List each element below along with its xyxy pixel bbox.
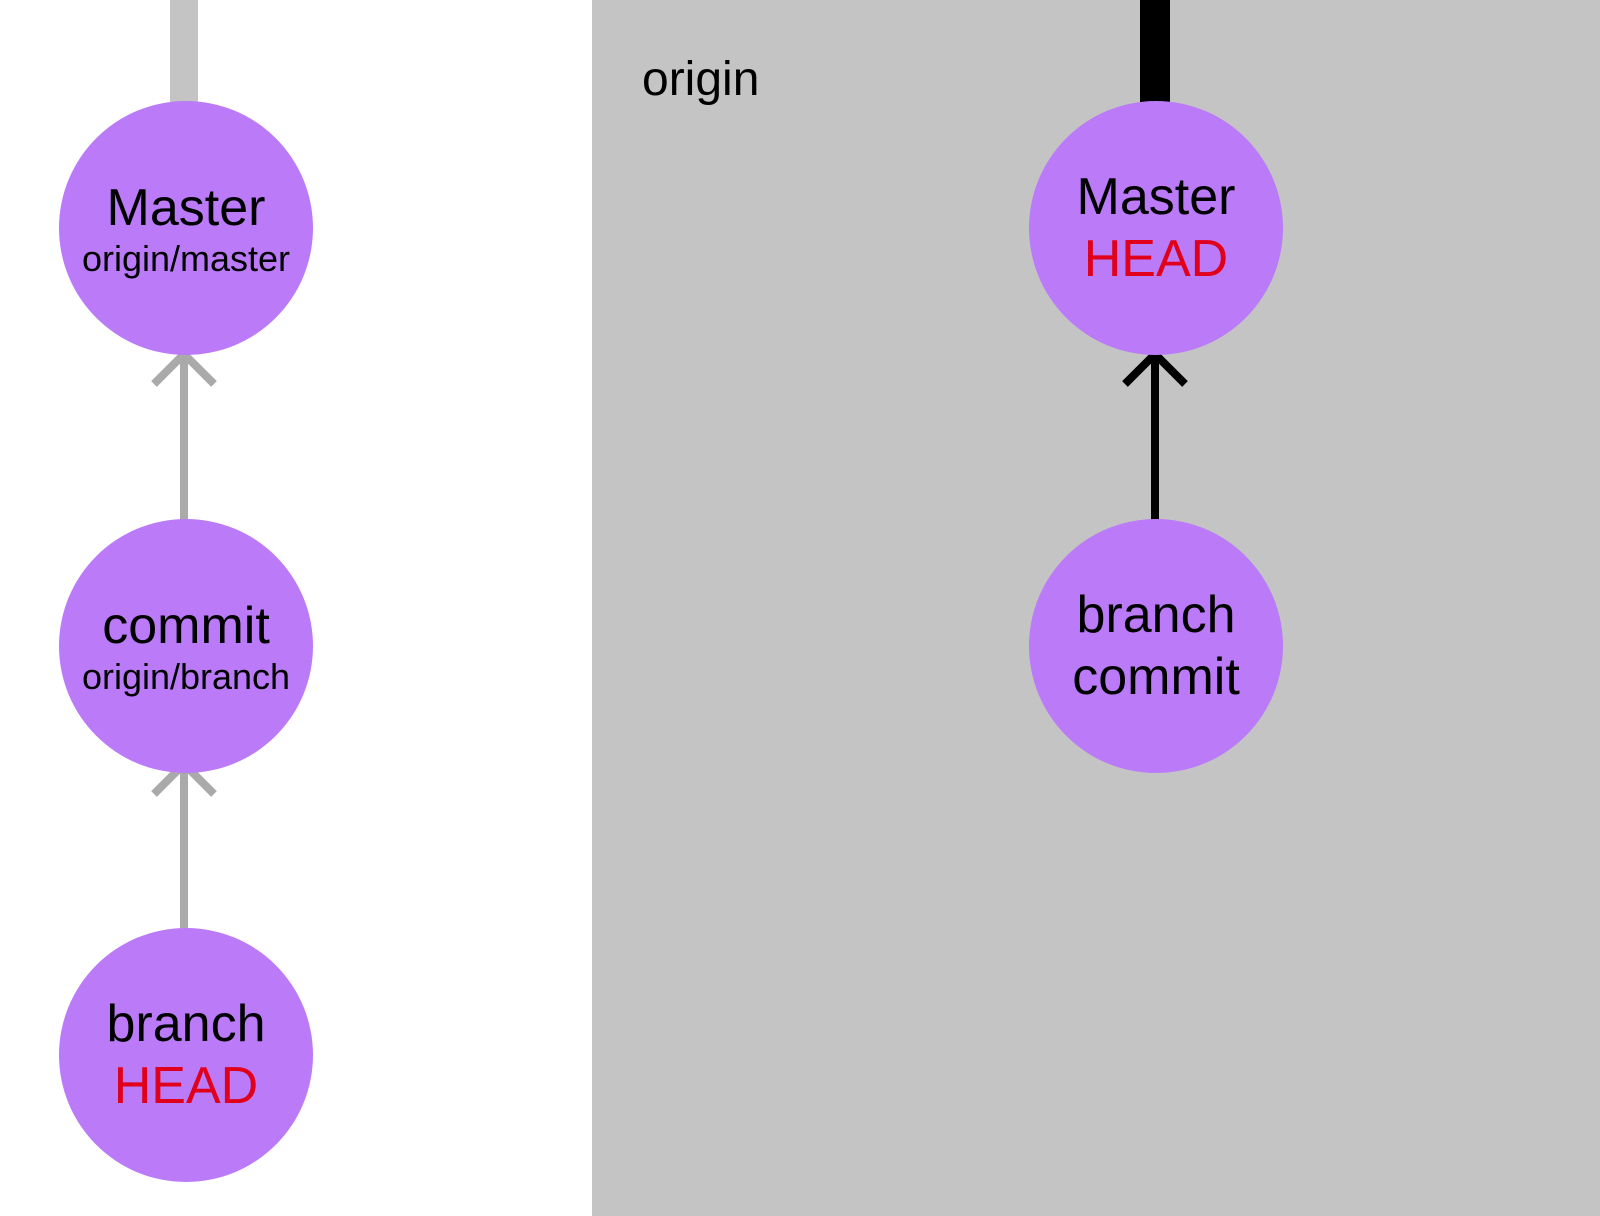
local-node-commit: commit origin/branch — [59, 519, 313, 773]
node-primary-label: Master — [1076, 168, 1236, 226]
node-secondary-label: commit — [1072, 648, 1240, 706]
node-primary-label: Master — [106, 179, 266, 237]
local-history-stub — [170, 0, 198, 104]
head-label: HEAD — [113, 1057, 259, 1115]
origin-history-stub — [1140, 0, 1170, 102]
local-node-master: Master origin/master — [59, 101, 313, 355]
head-label: HEAD — [1083, 230, 1229, 288]
origin-node-master: Master HEAD — [1029, 101, 1283, 355]
local-node-branch: branch HEAD — [59, 928, 313, 1182]
node-primary-label: commit — [102, 597, 270, 655]
origin-label: origin — [642, 53, 760, 106]
node-ref-label: origin/master — [81, 238, 291, 279]
node-primary-label: branch — [106, 995, 266, 1053]
node-primary-label: branch — [1076, 586, 1236, 644]
node-ref-label: origin/branch — [81, 656, 291, 697]
origin-node-branch-commit: branch commit — [1029, 519, 1283, 773]
